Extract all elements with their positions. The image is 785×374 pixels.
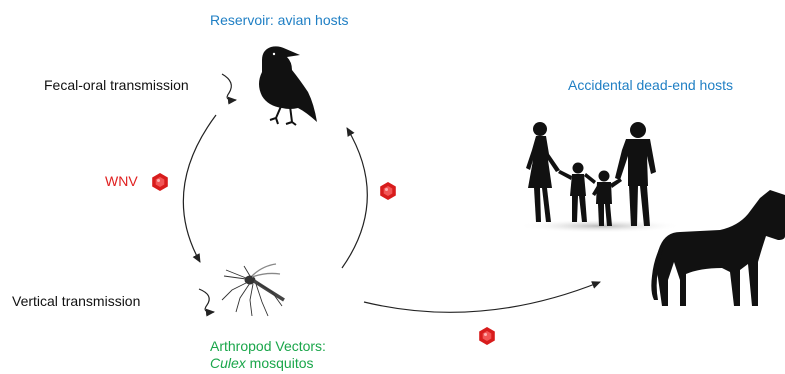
vectors-label-genus: Culex	[210, 355, 246, 371]
fecal-oral-label: Fecal-oral transmission	[44, 77, 189, 94]
arrow-bird-to-mosquito	[183, 115, 216, 262]
wnv-label: WNV	[105, 173, 138, 190]
virus-particle-icon	[152, 173, 168, 191]
mosquito-silhouette	[222, 264, 284, 316]
arrow-mosquito-to-bird	[342, 128, 367, 268]
crow-silhouette	[259, 46, 317, 125]
family-silhouette	[518, 122, 682, 233]
virus-particle-icon	[479, 327, 495, 345]
vectors-label-line1: Arthropod Vectors:	[210, 338, 326, 354]
vertical-transmission-label: Vertical transmission	[12, 293, 140, 310]
fecal-oral-loop-arrow	[222, 74, 236, 100]
vectors-label-species: mosquitos	[246, 355, 314, 371]
vertical-loop-arrow	[199, 289, 214, 312]
reservoir-label: Reservoir: avian hosts	[210, 12, 349, 29]
horse-silhouette	[651, 190, 785, 306]
vectors-label: Arthropod Vectors: Culex mosquitos	[210, 338, 326, 372]
virus-particle-icon	[380, 182, 396, 200]
dead-end-hosts-label: Accidental dead-end hosts	[568, 77, 733, 94]
arrow-mosquito-to-dead-end-hosts	[364, 282, 600, 312]
